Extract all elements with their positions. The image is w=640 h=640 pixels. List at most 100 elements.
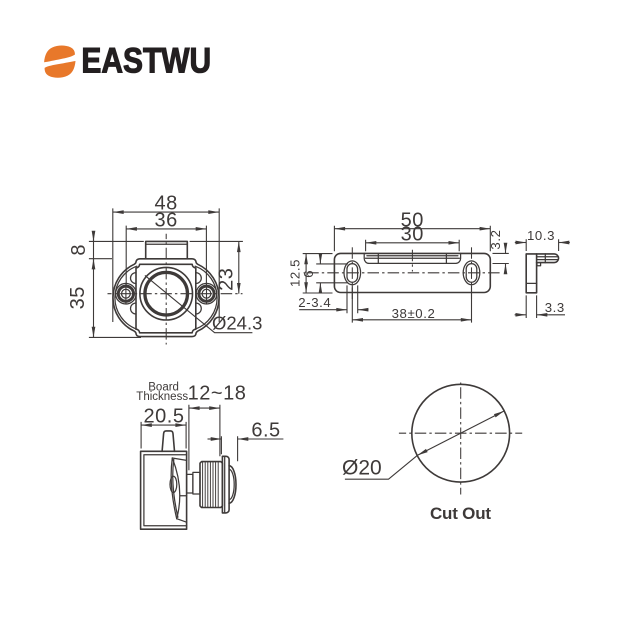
- side-dim-board-thickness-text-5: 12~18: [188, 383, 247, 405]
- side-dim-6-5: 6.5: [207, 420, 284, 462]
- plate-dim-3-3-text-5: 3.3: [545, 300, 565, 315]
- plate-dim-38: 38±0.2: [351, 285, 473, 323]
- plate-dim-3-3: 3.3: [514, 295, 565, 318]
- side-dim-6-5-text-4: 6.5: [251, 420, 280, 442]
- plate-section-view-path-4: [535, 253, 559, 264]
- cutout-dim-diameter-path-2: [344, 454, 418, 480]
- cutout-dim-diameter-text-3: Ø20: [342, 456, 382, 479]
- plate-section-view: [525, 253, 560, 294]
- side-cam: [169, 457, 188, 523]
- logo-brand-text: EASTWU: [81, 41, 211, 80]
- logo: EASTWU: [44, 41, 212, 81]
- front-body-outline: [112, 258, 220, 338]
- front-spring-petals-path-2: [129, 302, 137, 315]
- front-inner-square: [135, 263, 197, 334]
- plate-dim-38-text-3: 38±0.2: [392, 306, 436, 321]
- front-spring-petals: [129, 271, 202, 315]
- cutout-view: Ø20 Cut Out: [342, 382, 523, 523]
- plate-dim-6-text-4: 6: [301, 270, 316, 278]
- plate-dim-3-2-path-1: [492, 252, 509, 265]
- front-dim-8-35: 8 35: [67, 230, 144, 338]
- plate-slot-path-1: [363, 252, 462, 265]
- front-spring-petals-path-3: [195, 271, 202, 285]
- side-body-inner-lines: [143, 454, 188, 527]
- front-dim-8-35-text-7: 35: [67, 286, 89, 309]
- front-body-inner-wall-left: [114, 265, 138, 330]
- plate-dim-10-3-path-1: [525, 239, 560, 251]
- side-button-dome: [228, 464, 237, 505]
- plate-dim-38-path-1: [351, 285, 473, 323]
- side-dim-20-5: 20.5: [140, 405, 187, 449]
- logo-swoosh-icon: [44, 45, 75, 63]
- side-button-dome-path-1: [228, 464, 237, 505]
- side-neck: [185, 471, 201, 495]
- front-dim-flange-diameter-path-1: [144, 274, 253, 334]
- plate-dim-30-text-3: 30: [401, 223, 424, 245]
- plate-dim-30-path-1: [365, 239, 460, 252]
- plate-dim-3-2-text-4: 3.2: [488, 229, 503, 249]
- cutout-circle: [411, 383, 511, 483]
- side-dim-board-thickness-text-4: Thickness: [136, 391, 188, 403]
- front-spring-petals-path-4: [195, 302, 202, 315]
- side-button-dome-path-2: [228, 468, 235, 501]
- plate-dim-50-text-3: 50: [401, 209, 424, 231]
- cutout-dim-diameter-path-1: [417, 410, 505, 456]
- plate-section-view-rect-1: [525, 253, 538, 294]
- front-dim-8-35-path-1: [88, 240, 144, 338]
- front-dim-23-text-3: 23: [216, 268, 238, 291]
- side-latch-tab-outline: [161, 430, 176, 453]
- front-dim-36-path-1: [125, 225, 207, 287]
- front-view: 48 36 8 35 23 Ø24.3: [67, 193, 262, 345]
- plate-dim-12-5-text-3: 12.5: [287, 259, 302, 287]
- plate-section-view-path-5: [536, 261, 542, 267]
- front-dim-36: 36: [125, 210, 207, 287]
- plate-dim-10-3: 10.3: [514, 228, 570, 251]
- front-dim-48: 48: [112, 193, 220, 322]
- plate-dim-3-3-path-1: [525, 295, 538, 318]
- front-dim-flange-diameter: Ø24.3: [144, 274, 262, 334]
- front-dim-36-text-3: 36: [154, 210, 177, 232]
- side-cam-path-2: [171, 457, 181, 520]
- side-cam-path-5: [171, 457, 188, 523]
- plate-dim-2-3-4-path-1: [346, 285, 359, 314]
- plate-dim-50-path-1: [333, 225, 491, 252]
- side-threaded-nut: [199, 460, 224, 509]
- front-dim-48-text-3: 48: [154, 193, 177, 215]
- side-latch-tab: [161, 430, 176, 453]
- plate-dim-50: 50: [333, 209, 491, 252]
- side-dim-board-thickness-path-1: [188, 404, 221, 471]
- plate-slot-path-3: [377, 252, 448, 264]
- plate-dim-3-2: 3.2: [488, 229, 509, 275]
- plate-dim-6-path-1: [316, 263, 348, 284]
- side-neck-rect-2: [192, 471, 201, 495]
- plate-dim-12-5: 12.5: [287, 253, 333, 294]
- plate-dim-6: 6: [301, 253, 348, 294]
- plate-dim-12-5-path-1: [302, 253, 333, 294]
- front-latch-outline: [144, 240, 189, 260]
- front-dim-8-35-text-6: 8: [68, 244, 90, 256]
- logo-swoosh-icon-lower: [44, 61, 76, 78]
- side-cam-ellipse-4: [169, 475, 178, 494]
- side-view: 20.5 Board Thickness 12~18 6.5: [136, 381, 284, 530]
- strike-plate-view: 50 30 12.5 6 3.2: [287, 209, 570, 323]
- side-threaded-nut-path-2: [202, 461, 219, 508]
- side-cam-path-1: [170, 457, 178, 520]
- side-neck-rect-1: [185, 473, 194, 494]
- side-cam-path-3: [172, 458, 179, 518]
- plate-section-view-path-3: [535, 253, 560, 264]
- cutout-dim-diameter: Ø20: [342, 410, 505, 480]
- side-dim-20-5-path-1: [140, 421, 187, 449]
- plate-dim-2-3-4: 2-3.4: [298, 285, 369, 314]
- side-flange: [221, 455, 230, 514]
- cutout-caption: Cut Out: [430, 504, 491, 523]
- side-dim-board-thickness-text-3: Board: [148, 381, 179, 393]
- side-dim-board-thickness: Board Thickness 12~18: [136, 381, 247, 471]
- plate-dim-30: 30: [365, 223, 460, 252]
- plate-dim-10-3-text-4: 10.3: [527, 228, 555, 243]
- front-spring-petals-path-1: [129, 271, 137, 285]
- side-flange-path-1: [221, 455, 230, 514]
- side-dim-20-5-text-3: 20.5: [144, 405, 185, 427]
- front-dim-48-path-1: [112, 208, 220, 322]
- side-threaded-nut-path-1: [199, 460, 224, 509]
